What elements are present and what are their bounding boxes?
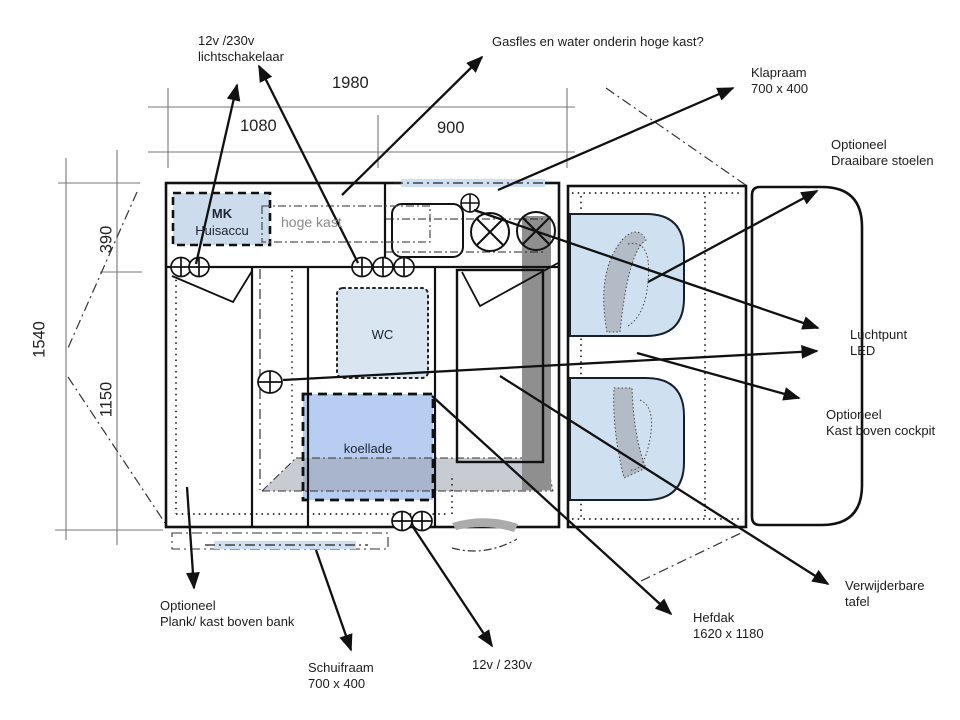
dim-height-bottom: 1150 <box>97 381 116 418</box>
arrow-swivel-seats <box>647 189 819 284</box>
label-cabinet-cockpit: Optioneel Kast boven cockpit <box>826 407 936 438</box>
sink <box>391 203 464 258</box>
dim-width-left: 1080 <box>240 117 277 135</box>
swivel-arrow-icon <box>613 387 653 479</box>
koellade-label: koellade <box>343 441 393 456</box>
mk-box <box>171 191 272 247</box>
arrow-air-led <box>282 344 819 382</box>
roof-projection-dashdot <box>67 87 748 582</box>
dim-width-total: 1980 <box>332 74 369 92</box>
mk-label: MK <box>211 206 233 221</box>
dim-height-total: 1540 <box>30 321 49 358</box>
cockpit-outline <box>750 185 864 527</box>
label-removable-table: Verwijderbare tafel <box>845 578 925 609</box>
arrow-light-switch <box>257 64 360 264</box>
cabinet-flaps <box>171 262 559 308</box>
floor-band <box>262 458 553 491</box>
dimension-lines <box>55 88 575 545</box>
wc-label: WC <box>371 327 394 342</box>
dim-height-top: 390 <box>97 225 116 254</box>
koellade-box <box>301 392 435 502</box>
light-point-icon <box>257 370 283 394</box>
label-klapraam: Klapraam 700 x 400 <box>751 65 809 96</box>
label-schuifraam: Schuifraam 700 x 400 <box>308 660 374 691</box>
arrow-schuifraam <box>314 549 353 652</box>
power-outlet-icon <box>351 256 415 278</box>
label-light-switch: 12v /230v lichtschakelaar <box>198 33 284 64</box>
power-outlet-icon <box>391 510 433 532</box>
label-power-12v: 12v / 230v <box>472 657 532 672</box>
arrow-hefdak <box>431 395 673 616</box>
label-hefdak: Hefdak 1620 x 1180 <box>693 610 764 641</box>
label-swivel-seats: Optioneel Draaibare stoelen <box>831 137 934 168</box>
bench-outline <box>175 274 453 515</box>
hoge-kast-label: hoge kast <box>281 214 342 230</box>
label-air-led: Luchtpunt LED <box>850 327 908 358</box>
arrow-plank-bank <box>185 486 200 590</box>
arrow-power-12v <box>412 526 493 648</box>
entry-door <box>452 518 518 532</box>
hoge-kast-outline <box>261 205 431 243</box>
arrow-gas-water <box>341 55 484 196</box>
arrow-cabinet-cockpit <box>636 351 801 401</box>
arrow-air-led <box>473 208 820 330</box>
dim-width-right: 900 <box>437 119 465 137</box>
arrow-klapraam <box>497 86 735 192</box>
arrow-removable-table <box>499 375 830 585</box>
label-gas-water: Gasfles en water onderin hoge kast? <box>492 34 704 49</box>
wc-box <box>336 287 429 379</box>
label-plank-bank: Optioneel Plank/ kast boven bank <box>160 598 295 629</box>
counter-centerlines <box>386 218 545 253</box>
annotation-arrows <box>185 55 830 652</box>
burner-icon <box>470 212 510 252</box>
dark-strip <box>522 216 551 490</box>
light-point-icon <box>460 193 480 213</box>
arrow-light-switch <box>194 83 241 265</box>
entry-door-arc <box>451 538 518 552</box>
huisaccu-label: Huisaccu <box>195 223 249 238</box>
power-outlet-icon <box>170 256 210 278</box>
